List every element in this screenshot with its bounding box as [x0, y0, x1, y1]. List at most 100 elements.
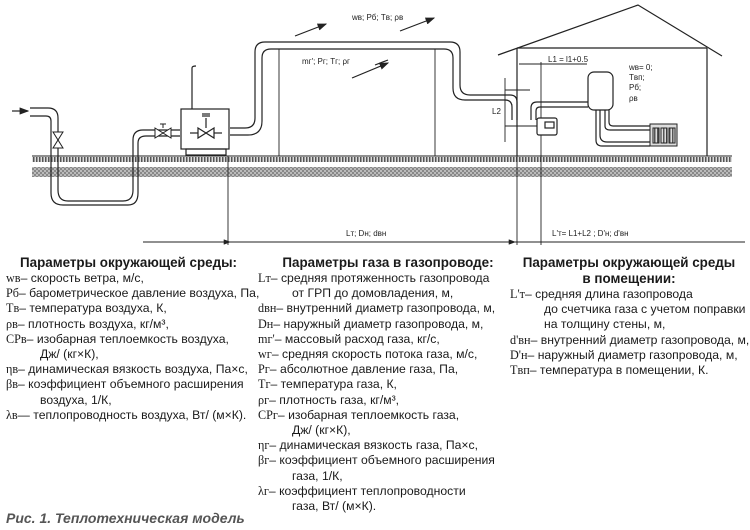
param-item: Dн – наружный диаметр газопровода, м,: [258, 317, 518, 332]
param-symbol: CPв: [6, 331, 27, 346]
gas-pipeline-diagram: wв; Pб; Tв; ρв mг'; Pг; Tг; ρг Lт; Dн; d…: [12, 4, 745, 245]
outdoor-air-label: wв; Pб; Tв; ρв: [351, 13, 403, 22]
param-item: CPв – изобарная теплоемкость воздуха,: [6, 332, 251, 347]
param-symbol: CPг: [258, 407, 278, 422]
indoor-length-label: L'т= L1+L2 ; D'н; d'вн: [552, 229, 628, 238]
outdoor-params-block: Параметры окружающей среды: wв – скорост…: [6, 255, 259, 423]
param-description-continued: воздуха, 1/К,: [40, 392, 112, 407]
param-symbol: ηг: [258, 438, 270, 453]
param-item: Tв – температура воздуха, К,: [6, 301, 251, 316]
wind-arrows: [294, 17, 436, 79]
param-description: – температура воздуха, К,: [19, 301, 167, 316]
param-symbol: Tг: [258, 377, 271, 392]
param-description: – температура газа, К,: [270, 377, 397, 392]
param-description-continued: газа, Вт/ (м×К).: [292, 499, 377, 514]
param-description: – наружный диаметр газопровода, м,: [527, 347, 738, 362]
l2-label: L2: [492, 107, 501, 116]
param-description: – температура в помещении, К.: [529, 363, 709, 378]
l1-label: L1 = l1+0.5: [548, 55, 589, 64]
param-item: λг – коэффициент теплопроводности: [258, 484, 518, 499]
param-symbol: wв: [6, 271, 21, 285]
param-symbol: Lт: [258, 271, 271, 285]
param-symbol: βв: [6, 377, 18, 392]
indoor-air-label-4: ρв: [629, 94, 638, 103]
param-symbol: Tвп: [510, 363, 530, 378]
param-item: Tг – температура газа, К,: [258, 377, 518, 392]
param-description-continued: Дж/ (кг×К),: [292, 423, 351, 438]
indoor-params-block: Параметры окружающей среды в помещении: …: [510, 255, 750, 378]
param-item: ρв – плотность воздуха, кг/м³,: [6, 317, 251, 332]
param-symbol: L'т: [510, 287, 525, 301]
param-item: L'т – средняя длина газопровода: [510, 287, 748, 302]
param-item: dвн – внутренний диаметр газопровода, м,: [258, 301, 518, 316]
param-description-continued: газа, 1/К,: [292, 468, 343, 483]
param-item: λв — теплопроводность воздуха, Вт/ (м×К)…: [6, 408, 251, 423]
house: [497, 4, 723, 245]
param-description: – средняя длина газопровода: [524, 287, 693, 301]
param-description: – наружный диаметр газопровода, м,: [273, 316, 484, 331]
radiator-icon: [649, 123, 678, 147]
outdoor-params-title: Параметры окружающей среды:: [20, 255, 237, 270]
param-item: mг' – массовый расход газа, кг/с,: [258, 332, 518, 347]
param-item: ηг – динамическая вязкость газа, Па×с,: [258, 438, 518, 453]
param-symbol: wг: [258, 347, 272, 362]
param-item: Tвп – температура в помещении, К.: [510, 363, 748, 378]
param-item: Pб – барометрическое давление воздуха, П…: [6, 286, 259, 301]
param-description: – коэффициент теплопроводности: [268, 483, 466, 498]
param-symbol: D'н: [510, 347, 528, 362]
param-item: Lт – средняя протяженность газопровода: [258, 271, 518, 286]
param-description: — теплопроводность воздуха, Вт/ (м×К).: [17, 407, 247, 422]
param-description: – скорость ветра, м/с,: [20, 271, 144, 285]
param-item: ηв – динамическая вязкость воздуха, Па×с…: [6, 362, 251, 377]
ground: [32, 155, 732, 177]
param-description-continued: Дж/ (кг×К),: [40, 347, 99, 362]
indoor-air-label-2: Tвп;: [629, 73, 645, 82]
param-description: – барометрическое давление воздуха, Па,: [18, 286, 260, 301]
pipe-length-label: Lт; Dн; dвн: [346, 229, 386, 238]
param-symbol: ρг: [258, 392, 270, 407]
param-item: wг – средняя скорость потока газа, м/с,: [258, 347, 518, 362]
indoor-params-title-line1: Параметры окружающей среды: [522, 255, 736, 270]
param-description-continued: на толщину стены, м,: [544, 317, 666, 332]
param-item: d'вн – внутренний диаметр газопровода, м…: [510, 332, 750, 348]
param-item: CPг – изобарная теплоемкость газа,: [258, 408, 518, 423]
param-symbol: dвн: [258, 301, 277, 316]
param-symbol: Pб: [6, 286, 19, 301]
param-description-continued: до счетчика газа с учетом поправки: [544, 302, 746, 317]
param-symbol: Tв: [6, 301, 20, 316]
param-item: D'н – наружный диаметр газопровода, м,: [510, 348, 748, 363]
dimension-lines: [143, 49, 745, 245]
boiler-icon: [587, 71, 614, 111]
param-description: – средняя протяженность газопровода: [270, 271, 490, 285]
gas-params-block: Параметры газа в газопроводе: Lт – средн…: [258, 255, 518, 514]
param-symbol: λв: [6, 407, 18, 422]
param-description: – коэффициент объемного расширения: [17, 377, 244, 392]
param-symbol: Dн: [258, 316, 274, 331]
param-item: βг – коэффициент объемного расширения: [258, 453, 518, 468]
gas-regulator-cabinet: [180, 65, 230, 156]
param-description: – коэффициент объемного расширения: [269, 453, 495, 468]
param-description: – динамическая вязкость газа, Па×с,: [269, 438, 479, 453]
param-symbol: λг: [258, 483, 269, 498]
param-description: – внутренний диаметр газопровода, м,: [530, 332, 750, 347]
param-description: – массовый расход газа, кг/с,: [274, 331, 440, 346]
param-description: – внутренний диаметр газопровода, м,: [276, 301, 496, 316]
indoor-air-label-1: wв= 0;: [628, 63, 653, 72]
pipeline: [30, 41, 650, 206]
param-description: – изобарная теплоемкость воздуха,: [26, 331, 229, 346]
param-item: Pг – абсолютное давление газа, Па,: [258, 362, 518, 377]
figure-caption: Рис. 1. Теплотехническая модель: [6, 510, 245, 526]
outdoor-params-list: wв – скорость ветра, м/с,Pб – барометрич…: [6, 271, 259, 423]
indoor-params-title: Параметры окружающей среды в помещении:: [510, 255, 748, 287]
param-description: – динамическая вязкость воздуха, Па×с,: [18, 362, 248, 377]
param-description-continued: от ГРП до домовладения, м,: [292, 286, 454, 301]
indoor-air-label-3: Pб;: [629, 83, 641, 92]
param-description: – изобарная теплоемкость газа,: [277, 407, 460, 422]
gas-flow-label: mг'; Pг; Tг; ρг: [302, 57, 350, 66]
param-item: βв – коэффициент объемного расширения: [6, 377, 251, 392]
param-symbol: Pг: [258, 362, 270, 377]
valve-icon: [52, 123, 172, 149]
param-description: – плотность воздуха, кг/м³,: [17, 316, 169, 331]
